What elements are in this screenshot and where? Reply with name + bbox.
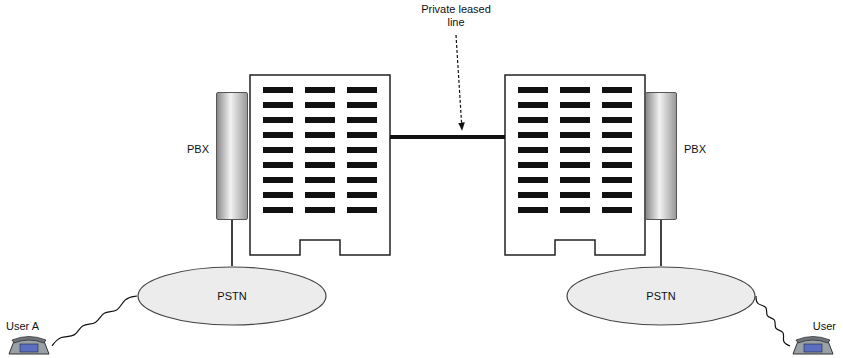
- pbx-label: PBX: [684, 143, 706, 156]
- phone-icon: [6, 334, 52, 356]
- leader-line: [456, 35, 462, 130]
- phone-keypad: [804, 344, 822, 352]
- cloud-ellipse: [567, 267, 755, 325]
- user-label: User A: [6, 320, 39, 333]
- phone-line: [756, 296, 790, 346]
- phone-handset: [796, 337, 830, 344]
- pbx-unit: PBX: [216, 92, 248, 220]
- user-label: User: [813, 320, 836, 333]
- phone-line: [52, 296, 137, 346]
- building-outline: [250, 75, 390, 255]
- office-building: [250, 75, 390, 255]
- telephone: User: [790, 320, 836, 356]
- cloud-ellipse: [138, 267, 326, 325]
- network-cloud: PSTN: [137, 266, 327, 326]
- building-windows: [258, 84, 384, 219]
- callout-label: Private leased line: [418, 3, 494, 29]
- telephone: User A: [6, 320, 52, 356]
- network-cloud: PSTN: [566, 266, 756, 326]
- network-label: PSTN: [217, 290, 246, 303]
- phone-icon: [790, 334, 836, 356]
- building-outline: [505, 75, 645, 255]
- phone-keypad: [20, 344, 38, 352]
- pbx-unit: PBX: [645, 92, 677, 220]
- building-windows: [513, 84, 639, 219]
- leased-line: [390, 135, 505, 139]
- trunk-line: [231, 220, 233, 266]
- phone-handset: [12, 337, 46, 344]
- trunk-line: [660, 220, 662, 266]
- office-building: [505, 75, 645, 255]
- pbx-label: PBX: [187, 143, 209, 156]
- network-label: PSTN: [646, 290, 675, 303]
